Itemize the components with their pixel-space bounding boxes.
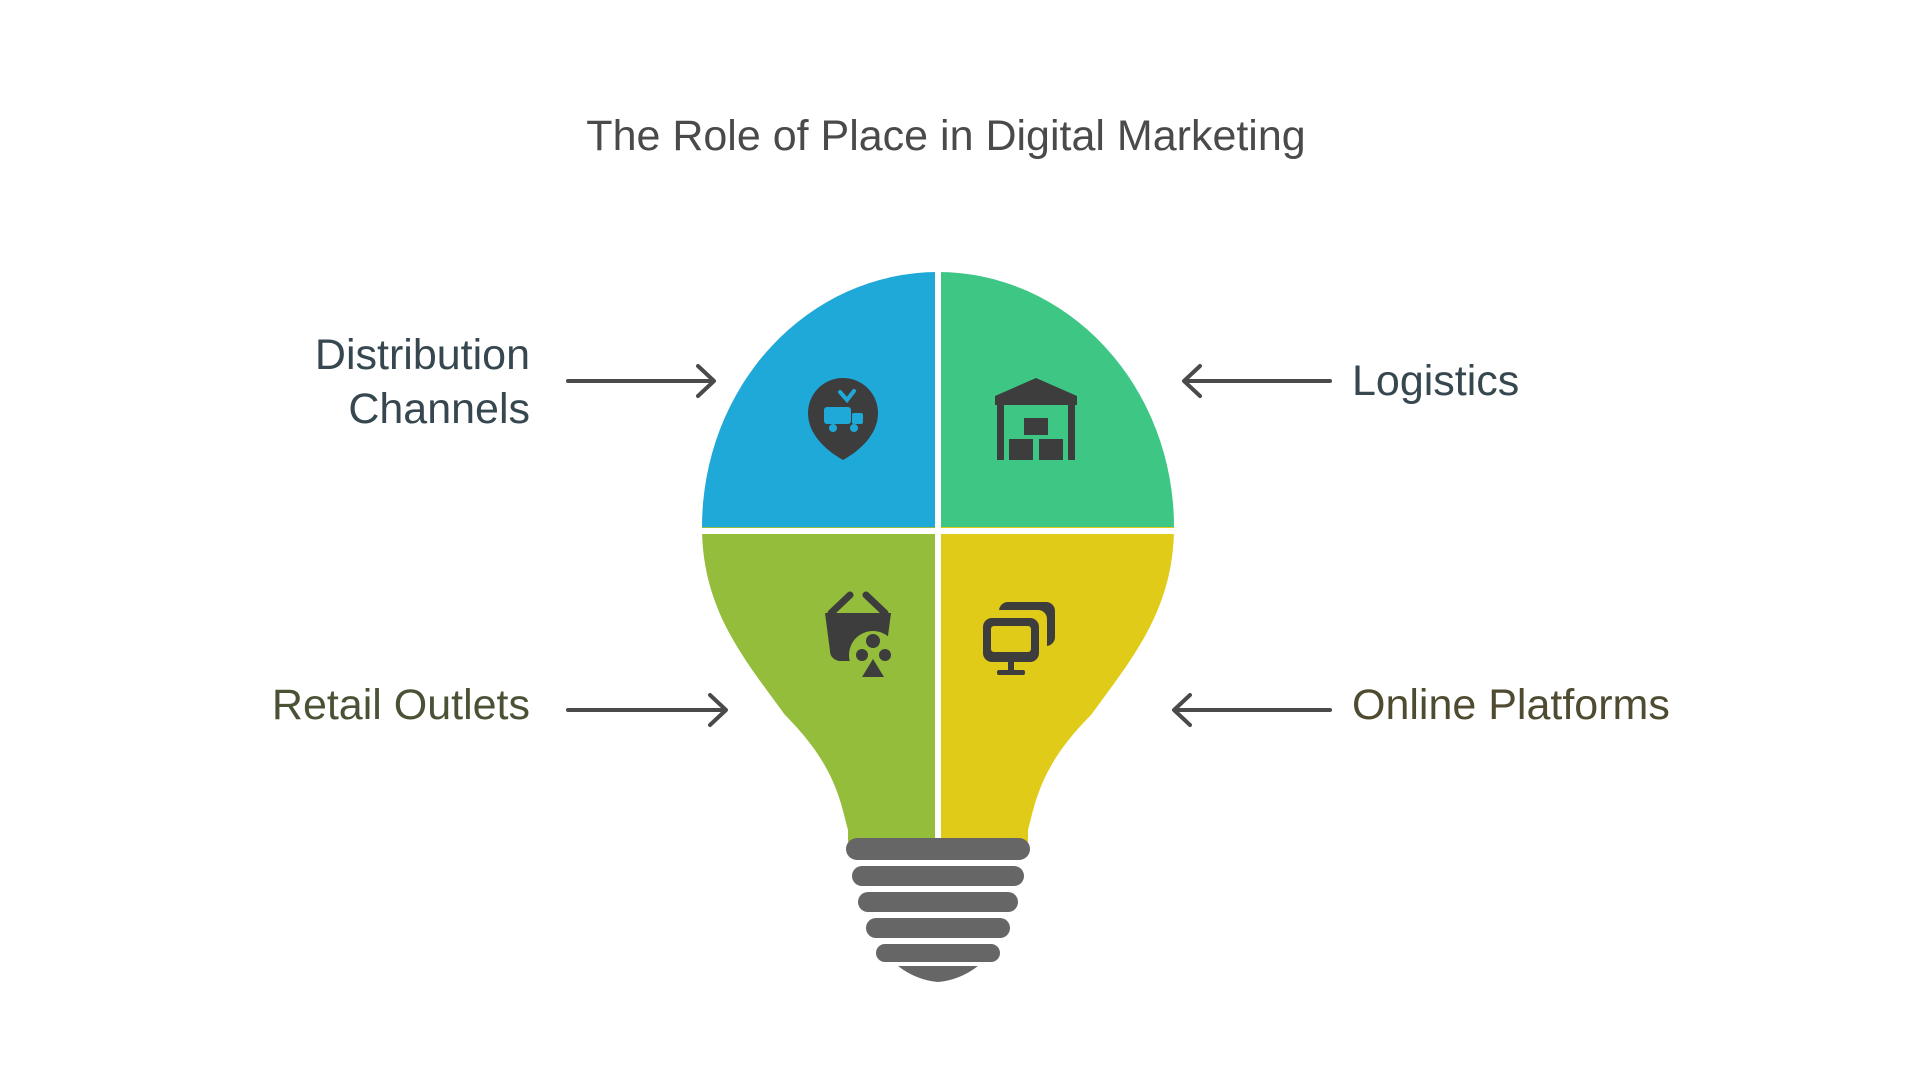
shopping-basket-icon [825,591,897,679]
quadrant-online-platforms [938,527,1174,842]
diagram-title: The Role of Place in Digital Marketing [586,112,1306,160]
arrow-distribution-channels [566,364,716,398]
label-logistics: Logistics [1352,357,1520,405]
arrow-online-platforms [1172,693,1332,727]
bulb-base [846,838,1030,982]
warehouse-icon [995,378,1077,460]
label-retail-outlets: Retail Outlets [271,681,530,729]
arrow-logistics [1182,364,1332,398]
location-pin-truck-icon [808,378,878,460]
label-online-platforms: Online Platforms [1352,681,1670,729]
quadrant-retail-outlets [702,527,938,842]
arrow-retail-outlets [566,693,728,727]
monitors-icon [983,602,1055,675]
